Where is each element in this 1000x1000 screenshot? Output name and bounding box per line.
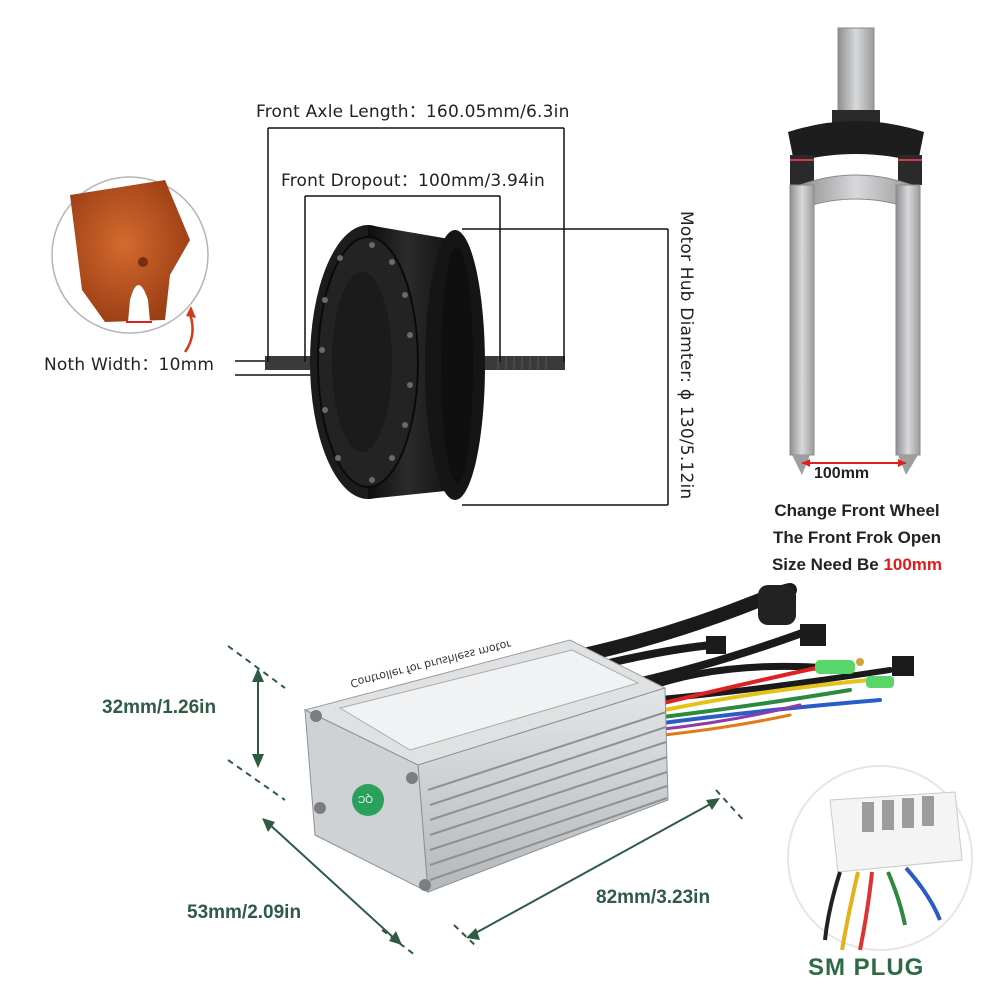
controller-connectors [706, 585, 914, 688]
dropout-bracket [304, 195, 501, 362]
fork-caption-line1: Change Front Wheel [774, 501, 940, 520]
fork-width-label: 100mm [814, 465, 870, 482]
controller-length-label: 82mm/3.23in [596, 887, 711, 908]
fork-caption-line3: Size Need Be 100mm [742, 551, 972, 578]
controller-box [303, 639, 669, 893]
controller-depth-label: 53mm/2.09in [187, 902, 302, 923]
hub-motor [265, 225, 565, 500]
dropout-label: Front Dropout：100mm/3.94in [281, 171, 545, 191]
hub-diameter-label: Motor Hub Diamter: ϕ 130/5.12in [676, 211, 696, 500]
qc-badge: QC [358, 793, 373, 804]
hub-diameter-bracket [462, 228, 669, 506]
controller-length-arrow [453, 789, 746, 949]
controller-height-arrow [227, 645, 286, 801]
fork-caption-highlight: 100mm [883, 555, 943, 574]
fork-caption-prefix: Size Need Be [771, 555, 884, 574]
axle-length-bracket [267, 127, 565, 362]
fork-caption: Change Front Wheel The Front Frok Open S… [742, 497, 972, 578]
sm-plug-detail [787, 765, 973, 951]
suspension-fork [788, 27, 924, 475]
fork-caption-line2: The Front Frok Open [772, 528, 942, 547]
dropout-detail [51, 176, 209, 353]
axle-length-label: Front Axle Length：160.05mm/6.3in [256, 102, 570, 122]
controller-depth-arrow [262, 818, 416, 956]
controller-height-label: 32mm/1.26in [102, 697, 217, 718]
sm-plug-title: SM PLUG [808, 954, 925, 981]
notch-width-label: Noth Width：10mm [44, 355, 215, 375]
